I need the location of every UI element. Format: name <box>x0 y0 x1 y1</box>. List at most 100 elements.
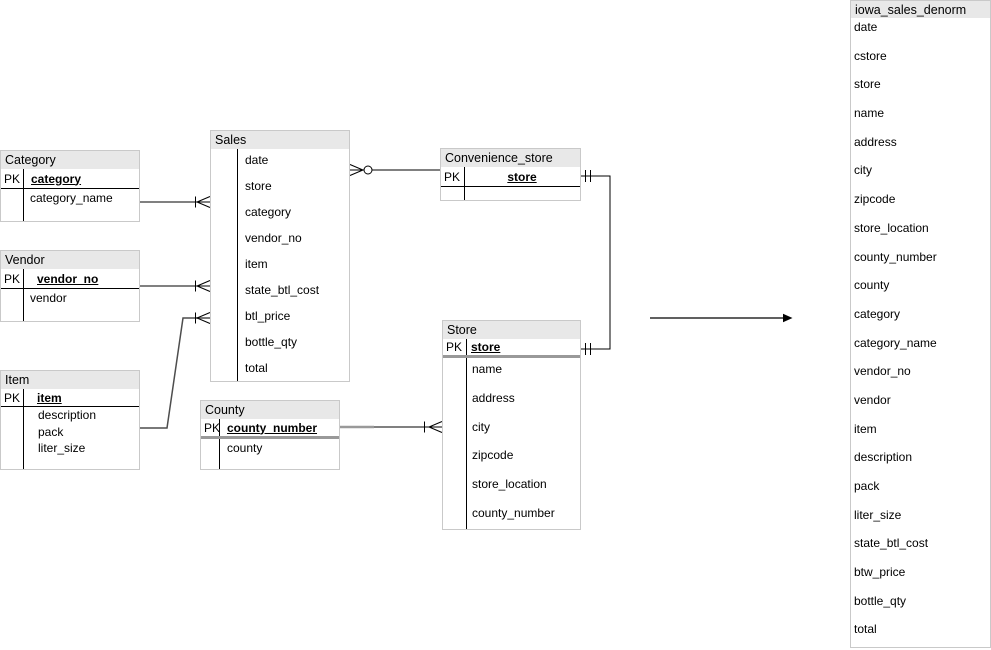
entity-title: Sales <box>211 131 349 149</box>
connector-vendor-sales <box>140 280 211 292</box>
pk-label: PK <box>4 390 21 405</box>
field-row: btw_price <box>854 565 906 580</box>
pk-label: PK <box>204 420 221 435</box>
field-row: vendor <box>30 291 67 305</box>
pk-field: item <box>37 390 62 405</box>
field-row: county <box>227 441 263 455</box>
pk-row: PK vendor_no <box>1 269 139 289</box>
field-row: pack <box>38 424 64 439</box>
field-row: date <box>854 20 878 34</box>
field-row: total <box>854 622 877 637</box>
pk-field: store <box>507 169 537 184</box>
pk-label: PK <box>444 169 461 184</box>
field-row: pack <box>854 479 880 493</box>
field-row: bottle_qty <box>854 593 907 608</box>
field-row: liter_size <box>38 441 86 455</box>
field-row: vendor_no <box>854 364 911 379</box>
pk-field: store <box>471 340 501 354</box>
entity-title: County <box>201 401 339 419</box>
field-row: store <box>854 77 881 92</box>
field-row: description <box>854 450 913 465</box>
field-row: county_number <box>854 249 937 264</box>
pk-column-divider <box>466 339 467 529</box>
pk-field: category <box>31 171 82 186</box>
field-row: cstore <box>854 48 887 63</box>
entity-body: PK item description pack liter_size <box>1 389 139 469</box>
field-row: store_location <box>854 220 929 235</box>
field-row: date <box>245 153 269 167</box>
denorm-flow-arrow <box>650 313 793 323</box>
connector-item-sales <box>140 312 211 429</box>
entity-title: Item <box>1 371 139 389</box>
pk-column-divider <box>23 389 24 469</box>
field-row: vendor_no <box>245 231 302 245</box>
pk-column-divider <box>237 149 238 381</box>
field-row: county_number <box>472 505 555 520</box>
field-row: zipcode <box>854 192 896 207</box>
connector-category-sales <box>140 196 211 208</box>
connector-county-store <box>340 421 443 433</box>
entity-title: Store <box>443 321 580 339</box>
pk-label: PK <box>446 340 463 354</box>
field-row: total <box>245 361 268 375</box>
field-row: btl_price <box>245 309 291 323</box>
entity-title: Convenience_store <box>441 149 580 167</box>
field-row: category_name <box>30 191 113 205</box>
entity-title: Category <box>1 151 139 169</box>
pk-row: PK store <box>441 167 580 187</box>
field-row: vendor <box>854 392 891 407</box>
field-row: city <box>472 419 490 434</box>
pk-column-divider <box>23 269 24 321</box>
entity-body: date cstore store name address city zipcode sto… <box>851 18 990 647</box>
pk-row: PK category <box>1 169 139 189</box>
entity-title: Vendor <box>1 251 139 269</box>
field-row: liter_size <box>854 507 902 522</box>
field-row: address <box>472 390 515 405</box>
pk-row: PK item <box>1 389 139 407</box>
field-row: name <box>854 106 885 121</box>
field-row: address <box>854 134 897 149</box>
entity-title: iowa_sales_denorm <box>851 1 990 18</box>
pk-row: PK store <box>443 339 580 358</box>
field-row: store_location <box>472 477 547 492</box>
field-row: zipcode <box>472 448 514 463</box>
pk-label: PK <box>4 271 21 286</box>
field-row: description <box>38 408 97 422</box>
connector-convenience-store-store <box>581 170 611 355</box>
pk-column-divider <box>23 169 24 221</box>
field-row: category <box>854 306 901 321</box>
pk-column-divider <box>464 167 465 200</box>
field-row: bottle_qty <box>245 335 298 349</box>
entity-body: PK store name address city zipcode store_locat… <box>443 339 580 529</box>
field-row: store <box>245 179 272 193</box>
field-row: name <box>472 362 503 376</box>
entity-body: PK category category_name <box>1 169 139 221</box>
field-row: item <box>854 421 877 436</box>
field-row: category_name <box>854 335 937 350</box>
pk-field: vendor_no <box>37 271 99 286</box>
field-row: city <box>854 163 872 178</box>
field-row: item <box>245 257 268 271</box>
entity-body: PK store <box>441 167 580 200</box>
pk-column-divider <box>219 419 220 469</box>
field-row: state_btl_cost <box>854 536 929 551</box>
field-row: category <box>245 205 292 219</box>
field-row: state_btl_cost <box>245 283 320 297</box>
pk-label: PK <box>4 171 21 186</box>
connector-sales-convenience-store <box>349 164 440 176</box>
field-row: county <box>854 278 890 293</box>
